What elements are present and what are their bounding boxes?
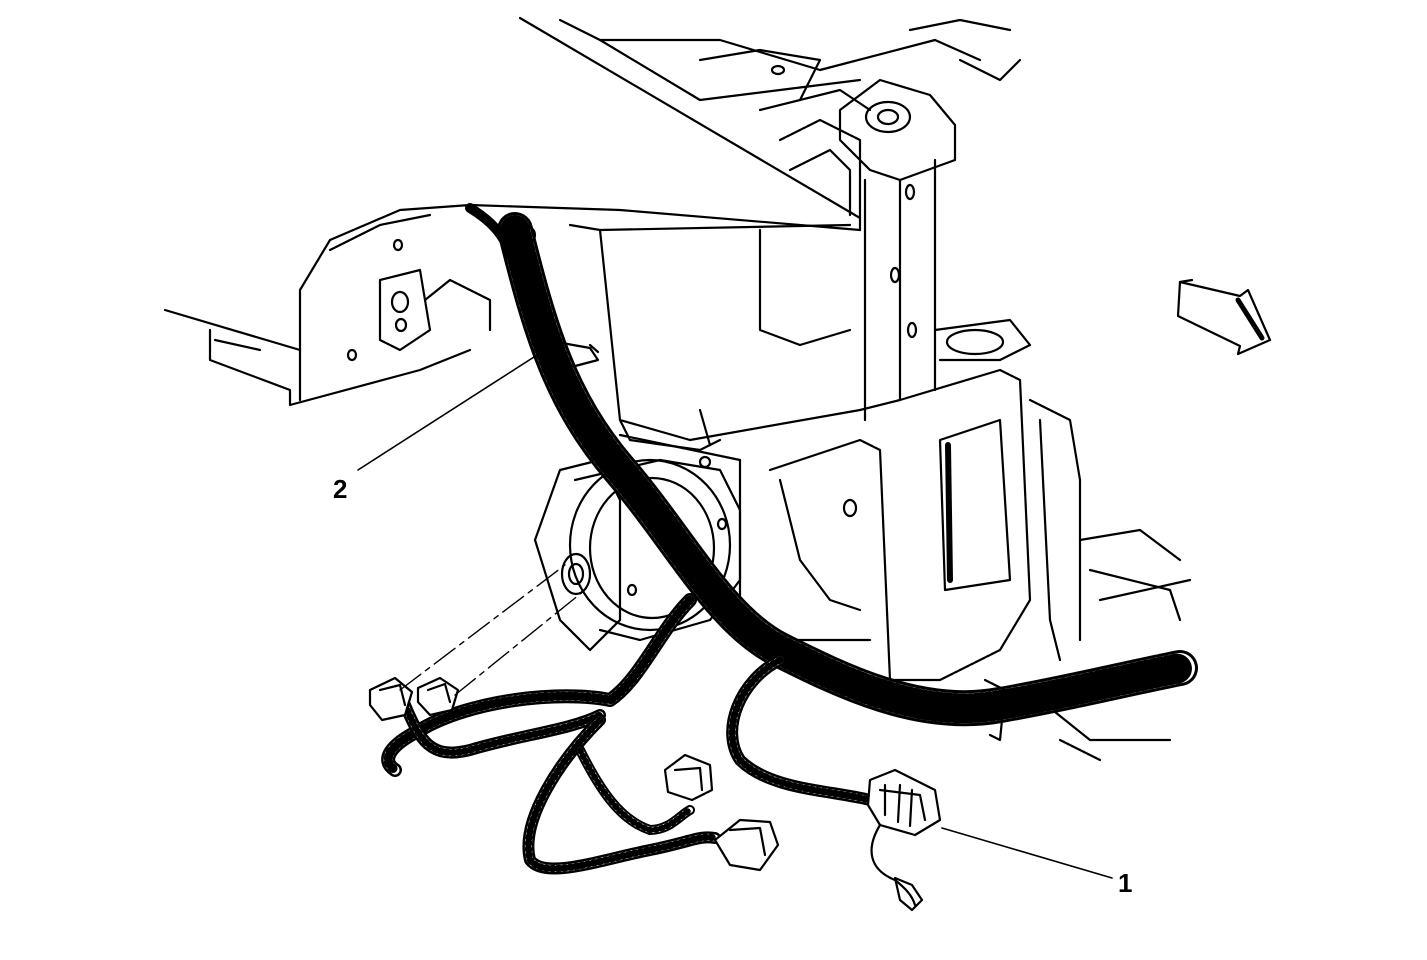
connector-1 xyxy=(866,768,942,912)
direction-arrow-icon xyxy=(1176,278,1272,356)
frame-bracket xyxy=(838,78,1032,422)
relay-housing xyxy=(533,455,742,652)
harness-branch-right xyxy=(726,654,876,806)
leader-2 xyxy=(357,347,549,471)
harness-branch-center xyxy=(522,714,721,875)
fender-panel xyxy=(163,203,862,407)
connector-center xyxy=(663,753,780,872)
battery-tray xyxy=(568,223,872,642)
wiring-harness-trunk xyxy=(465,203,1198,742)
radiator-support-panel xyxy=(518,16,1022,232)
alignment-lines xyxy=(399,564,586,696)
floor-panel xyxy=(1038,528,1192,762)
callout-leaders xyxy=(357,347,1113,879)
side-bracket-box xyxy=(768,368,1082,682)
callout-2: 2 xyxy=(333,474,348,504)
leader-1 xyxy=(941,827,1113,879)
harness-branch-left xyxy=(381,593,697,777)
callout-1: 1 xyxy=(1118,868,1133,898)
